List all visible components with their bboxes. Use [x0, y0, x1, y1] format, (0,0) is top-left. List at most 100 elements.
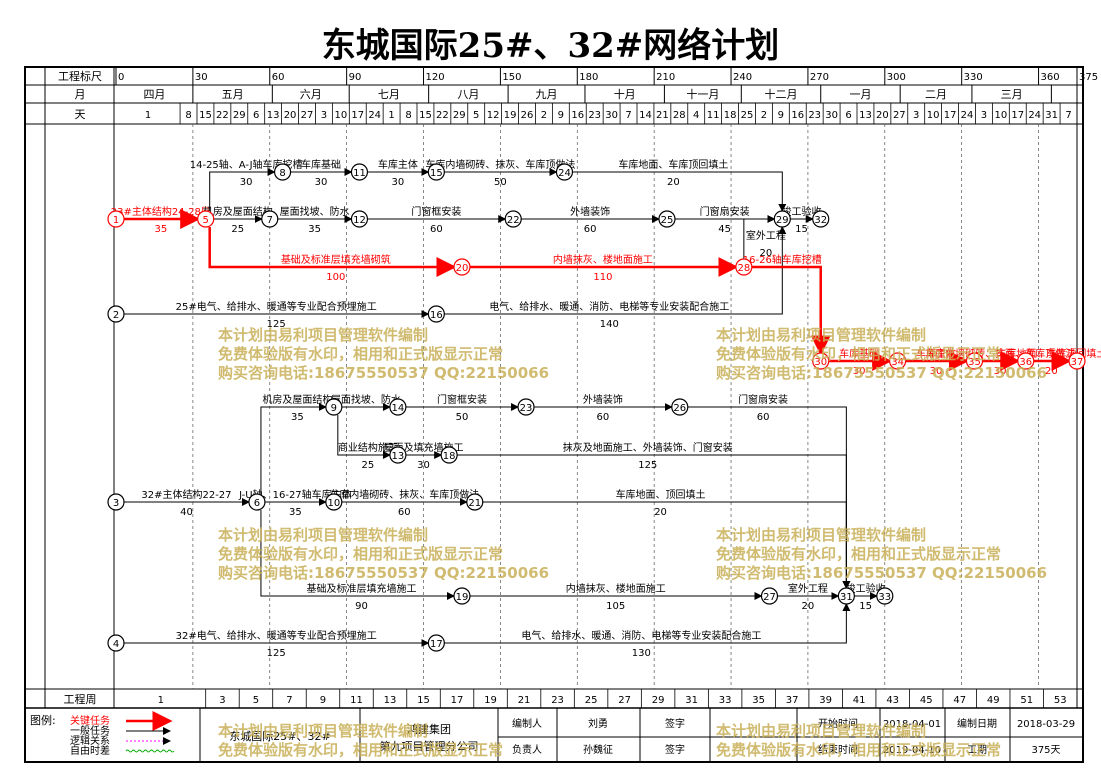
watermark: 本计划由易利项目管理软件编制免费体验版有水印，相用和正式版显示正常 — [218, 722, 504, 759]
day-label-cell: 2 — [761, 110, 767, 121]
task-arrow — [209, 168, 276, 211]
node-number: 10 — [327, 498, 340, 509]
task-duration: 140 — [600, 319, 619, 330]
network-node — [1017, 352, 1035, 370]
task-label: 32#主体结构22-27 — [141, 488, 231, 501]
task-arrow — [751, 265, 831, 356]
network-node — [261, 210, 279, 228]
task-duration: 20 — [654, 507, 667, 518]
legend-item-label: 自由时差 — [70, 744, 110, 757]
task-duration: 130 — [632, 648, 651, 659]
node-number: 28 — [737, 263, 750, 274]
task-duration: 125 — [638, 460, 657, 471]
footer-cell: 刘勇 — [588, 718, 608, 730]
task-duration: 50 — [494, 177, 507, 188]
week-label-cell: 7 — [286, 695, 292, 706]
week-label-cell: 27 — [618, 695, 631, 706]
month-label-cell: 五月 — [222, 88, 244, 101]
week-label-cell: 43 — [886, 695, 899, 706]
node-number: 30 — [814, 357, 827, 368]
task-label: 车库基础 — [301, 158, 341, 171]
task-duration: 125 — [267, 319, 286, 330]
watermark: 本计划由易利项目管理软件编制免费体验版有水印，相用和正式版显示正常购买咨询电话:… — [716, 526, 1048, 582]
node-number: 9 — [331, 403, 337, 414]
day-label-cell: 4 — [693, 110, 699, 121]
day-label-cell: 29 — [233, 110, 246, 121]
task-label: 屋面找坡、防水 — [280, 205, 350, 218]
scale-tick-label: 360 — [1041, 72, 1060, 83]
day-label-cell: 6 — [253, 110, 259, 121]
day-label-cell: 23 — [588, 110, 601, 121]
network-node — [965, 352, 984, 370]
day-label-cell: 18 — [724, 110, 737, 121]
footer-cell: 工期 — [967, 744, 987, 756]
scale-tick-label: 270 — [810, 72, 829, 83]
task-duration: 35 — [308, 224, 321, 235]
day-label-cell: 27 — [301, 110, 314, 121]
day-label-cell: 17 — [944, 110, 957, 121]
week-label-cell: 45 — [920, 695, 933, 706]
task-duration: 30 — [853, 366, 866, 377]
task-label: 车库内墙砌砖、抹灰、车库顶做法 — [425, 158, 575, 171]
month-label-cell: 十二月 — [765, 87, 798, 101]
network-node — [555, 163, 574, 181]
footer-cell: 2018-03-29 — [1017, 719, 1075, 730]
task-label: 14-25轴、A-J轴车库挖槽 — [190, 158, 303, 171]
task-label: 机房及屋面结构 — [203, 205, 273, 218]
task-duration: 25 — [231, 224, 244, 235]
day-label-cell: 26 — [521, 110, 534, 121]
week-label-cell: 9 — [320, 695, 326, 706]
task-label: 车库基础 — [839, 347, 879, 360]
node-number: 27 — [763, 592, 776, 603]
network-node — [427, 163, 445, 181]
task-duration: 15 — [795, 224, 808, 235]
node-number: 35 — [968, 357, 981, 368]
task-label: 抹灰及地面施工、外墙装饰、门窗安装 — [563, 441, 733, 454]
day-label-cell: 22 — [216, 110, 229, 121]
day-label-cell: 31 — [1045, 110, 1058, 121]
network-node — [389, 398, 407, 416]
week-label-cell: 49 — [987, 695, 1000, 706]
week-label-cell: 21 — [518, 695, 531, 706]
network-node — [325, 398, 343, 416]
task-duration: 105 — [606, 601, 625, 612]
week-label-cell: 29 — [652, 695, 665, 706]
network-node — [504, 210, 522, 228]
outer-frame — [24, 66, 1084, 763]
node-number: 34 — [891, 357, 904, 368]
node-number: 15 — [430, 168, 443, 179]
task-label: 商业结构施工 — [338, 441, 398, 454]
day-label-cell: 1 — [145, 110, 151, 121]
task-label: 车库主体 — [378, 158, 418, 171]
week-label-cell: 41 — [853, 695, 866, 706]
task-duration: 60 — [597, 412, 610, 423]
node-number: 32 — [814, 215, 827, 226]
task-label: 门窗框安装 — [411, 205, 461, 218]
scale-tick-label: 30 — [195, 72, 208, 83]
network-node — [1068, 352, 1086, 370]
network-node — [735, 258, 753, 276]
node-number: 26 — [673, 403, 686, 414]
day-label-cell: 30 — [605, 110, 618, 121]
day-label-cell: 25 — [741, 110, 754, 121]
task-label: 车库内墙砌砖、抹灰、车库顶做法 — [329, 488, 479, 501]
week-label-cell: 33 — [719, 695, 732, 706]
footer-cell: 2019-04-10 — [883, 745, 941, 756]
scale-label: 工程标尺 — [58, 69, 102, 83]
month-label-cell: 十月 — [614, 87, 636, 101]
day-label-cell: 10 — [927, 110, 940, 121]
day-label-cell: 16 — [791, 110, 804, 121]
task-duration: 90 — [355, 601, 368, 612]
week-label: 工程周 — [64, 693, 97, 706]
task-duration: 20 — [759, 248, 772, 259]
task-duration: 60 — [430, 224, 443, 235]
day-label-cell: 14 — [639, 110, 652, 121]
node-number: 33 — [878, 592, 891, 603]
month-label: 月 — [75, 88, 86, 101]
network-node — [466, 493, 484, 511]
node-number: 17 — [430, 639, 443, 650]
task-label: 基础及标准层填充墙施工 — [306, 582, 416, 595]
day-label-cell: 10 — [994, 110, 1007, 121]
scale-tick-label: 120 — [426, 72, 445, 83]
task-label: 外墙装饰 — [583, 393, 623, 406]
